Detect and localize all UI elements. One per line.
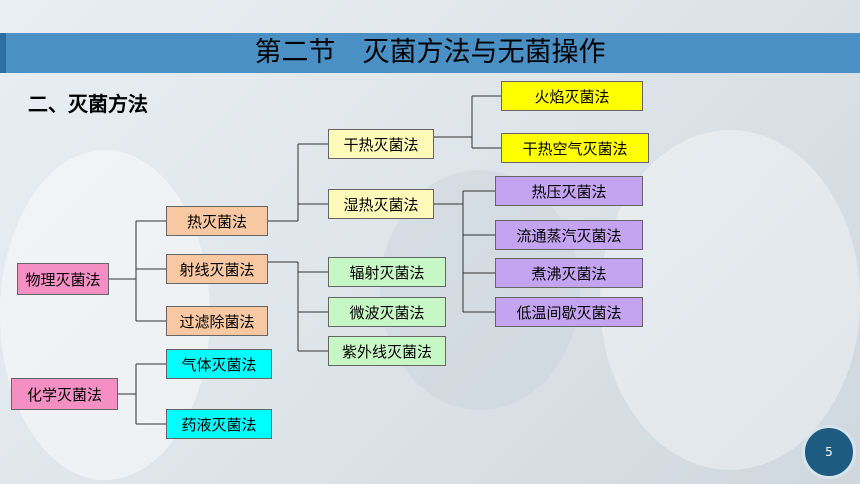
node-chemical-sterilization: 化学灭菌法: [11, 378, 118, 410]
background-figure: [600, 130, 860, 470]
page-number-badge: 5: [802, 425, 856, 479]
node-heat-sterilization: 热灭菌法: [166, 206, 268, 236]
node-boiling-sterilization: 煮沸灭菌法: [495, 258, 643, 288]
node-uv-sterilization: 紫外线灭菌法: [328, 336, 446, 366]
node-tyndallization: 低温间歇灭菌法: [495, 297, 643, 327]
node-flame-sterilization: 火焰灭菌法: [501, 81, 643, 111]
node-autoclave-sterilization: 热压灭菌法: [495, 176, 643, 206]
node-microwave-sterilization: 微波灭菌法: [328, 297, 446, 327]
title-accent: [0, 33, 6, 73]
node-flowing-steam-sterilization: 流通蒸汽灭菌法: [495, 220, 643, 250]
slide-title: 第二节 灭菌方法与无菌操作: [254, 37, 606, 68]
node-hot-air-sterilization: 干热空气灭菌法: [501, 133, 649, 163]
node-physical-sterilization: 物理灭菌法: [17, 263, 109, 295]
node-filtration-sterilization: 过滤除菌法: [166, 306, 268, 336]
node-liquid-sterilization: 药液灭菌法: [166, 409, 272, 439]
slide-title-bar: 第二节 灭菌方法与无菌操作: [0, 33, 860, 73]
node-gas-sterilization: 气体灭菌法: [166, 349, 272, 379]
node-moist-heat-sterilization: 湿热灭菌法: [328, 189, 434, 219]
node-irradiation-sterilization: 辐射灭菌法: [328, 257, 446, 287]
node-radiation-sterilization: 射线灭菌法: [166, 254, 268, 284]
section-subtitle: 二、灭菌方法: [28, 92, 148, 116]
node-dry-heat-sterilization: 干热灭菌法: [328, 129, 434, 159]
